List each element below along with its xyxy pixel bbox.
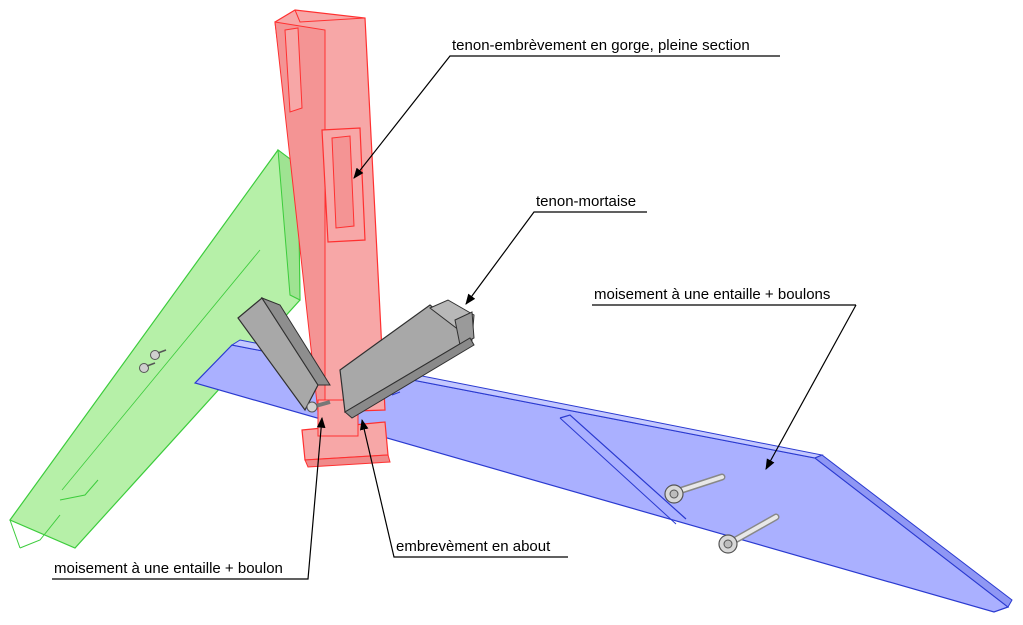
grey-strut-right [339,299,475,419]
label-embrevement-about: embrevèment en about [396,538,551,555]
label-moisement-boulon: moisement à une entaille + boulon [54,560,283,577]
green-strut [9,148,301,549]
label-tenon-embrevement: tenon-embrèvement en gorge, pleine secti… [452,37,750,54]
green-bolts [139,349,167,373]
bolt-lower [718,513,780,554]
leaders [52,55,857,580]
label-moisement-boulons: moisement à une entaille + boulons [594,286,830,303]
post-bolt [306,400,331,413]
grey-strut-left [237,296,331,412]
bolt-upper [664,473,726,504]
beam-bolts [664,473,780,554]
label-tenon-mortaise: tenon-mortaise [536,193,636,210]
